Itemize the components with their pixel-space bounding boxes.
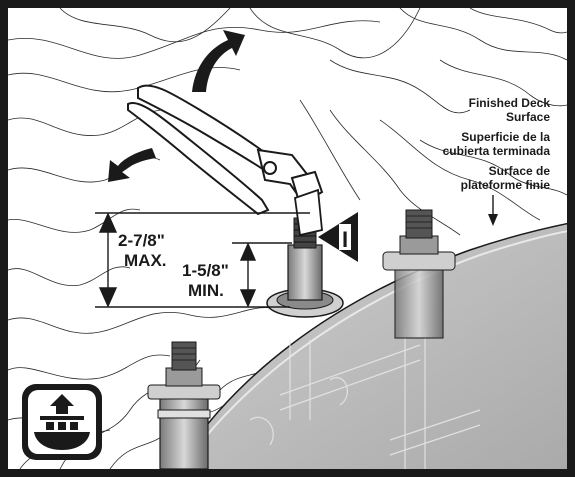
max-label: MAX. xyxy=(124,251,167,270)
wood-grain-background xyxy=(8,8,567,469)
rotation-arrow-icon xyxy=(108,30,245,182)
deck-label-en-2: Surface xyxy=(506,110,550,124)
deck-label-en-1: Finished Deck xyxy=(469,96,551,110)
pliers-icon xyxy=(127,84,324,237)
measurement-guides xyxy=(95,212,310,308)
deck-label-es-1: Superficie de la xyxy=(461,130,550,144)
deck-label-fr-2: plateforme finie xyxy=(461,178,551,192)
max-value: 2-7/8" xyxy=(118,231,165,250)
hidden-plumbing xyxy=(249,330,481,469)
marker-callout: I xyxy=(318,212,358,262)
valve-center xyxy=(266,217,344,318)
deck-label-es-2: cubierta terminada xyxy=(443,144,551,158)
min-value: 1-5/8" xyxy=(182,261,229,280)
deck-label-fr-1: Surface de xyxy=(489,164,551,178)
deck-mount-icon xyxy=(22,384,102,460)
min-label: MIN. xyxy=(188,281,224,300)
deck-label: Finished Deck Surface Superficie de la c… xyxy=(443,96,551,226)
valve-left xyxy=(147,341,221,469)
marker-letter: I xyxy=(342,227,348,252)
deck-surface xyxy=(174,222,567,469)
valve-right xyxy=(382,209,456,339)
